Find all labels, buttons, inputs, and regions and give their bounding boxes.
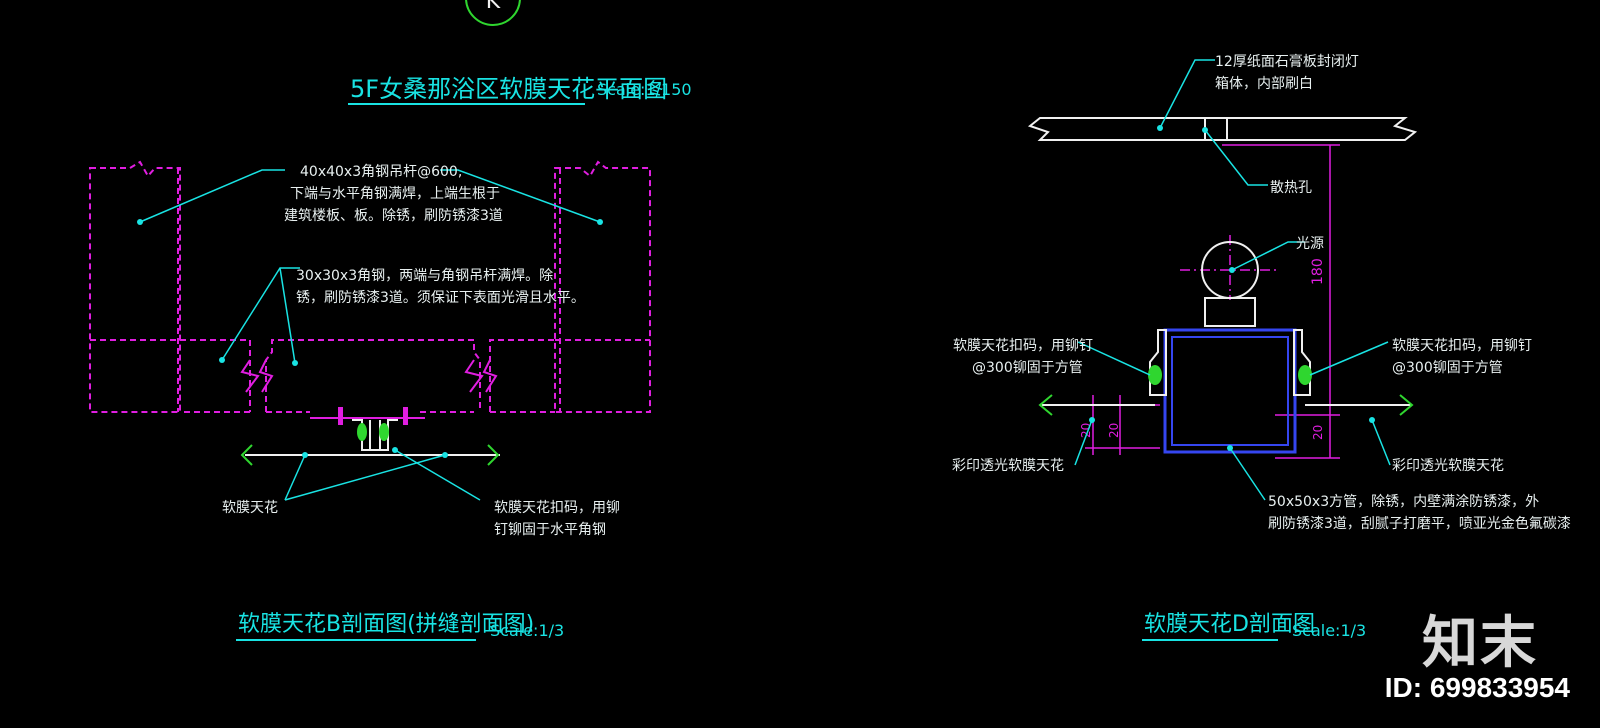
note-right-bottom: 彩印透光软膜天花	[1392, 458, 1504, 474]
section-b-scale: Scale:1/3	[490, 621, 564, 640]
note-left-line2: @300铆固于方管	[972, 360, 1083, 376]
note4-line2: 钉铆固于水平角钢	[494, 522, 606, 538]
watermark-id: ID: 699833954	[1384, 672, 1570, 703]
leader-dots-right	[1089, 125, 1375, 451]
leaders-right	[1074, 59, 1391, 501]
horizontal-angle-steel	[310, 407, 425, 425]
leader-dots-left	[137, 219, 603, 458]
dim-20c-label: 20	[1311, 425, 1325, 440]
note1-line1: 40x40x3角钢吊杆@600,	[300, 164, 462, 180]
section-b-drawing	[89, 160, 651, 413]
square-tube	[1163, 328, 1297, 454]
note-tube-line2: 刷防锈漆3道，刮腻子打磨平，喷亚光金色氟碳漆	[1268, 515, 1571, 532]
clip-profile-b	[352, 419, 398, 451]
note-tube-line1: 50x50x3方管，除锈，内壁满涂防锈漆，外	[1268, 494, 1539, 510]
note-right-line1: 软膜天花扣码，用铆钉	[1392, 338, 1532, 354]
note-left-bottom: 彩印透光软膜天花	[952, 458, 1064, 474]
note1-line2: 下端与水平角钢满焊，上端生根于	[290, 186, 500, 202]
note2-line1: 30x30x3角钢，两端与角钢吊杆满焊。除	[296, 268, 553, 284]
soft-film-b	[240, 444, 500, 466]
note4-line1: 软膜天花扣码，用铆	[494, 500, 620, 516]
note-top-line2: 箱体，内部刷白	[1215, 76, 1313, 92]
plan-title: 5F女桑那浴区软膜天花平面图	[350, 75, 667, 103]
left-annotations: 40x40x3角钢吊杆@600, 下端与水平角钢满焊，上端生根于 建筑楼板、板。…	[222, 164, 620, 538]
plan-scale: Scale:1/150	[597, 80, 692, 99]
section-marker-label: K	[486, 0, 501, 14]
note-hole: 散热孔	[1270, 180, 1312, 196]
note-right-line2: @300铆固于方管	[1392, 360, 1503, 376]
section-marker: K	[465, 0, 521, 26]
clips-d	[1148, 329, 1312, 396]
light-source	[1180, 235, 1278, 327]
dim-20b-label: 20	[1107, 423, 1121, 438]
section-d-title-block: 软膜天花D剖面图 Scale:1/3	[1142, 612, 1366, 641]
note2-line2: 锈，刷防锈漆3道。须保证下表面光滑且水平。	[296, 289, 585, 306]
note-top-line1: 12厚纸面石膏板封闭灯	[1215, 53, 1359, 70]
section-d-title: 软膜天花D剖面图	[1144, 612, 1315, 637]
right-annotations: 12厚纸面石膏板封闭灯 箱体，内部刷白 散热孔 光源 软膜天花扣码，用铆钉 @3…	[952, 53, 1571, 532]
note1-line3: 建筑楼板、板。除锈，刷防锈漆3道	[284, 208, 503, 224]
note3: 软膜天花	[222, 500, 278, 516]
left-top-title-block: 5F女桑那浴区软膜天花平面图 Scale:1/150	[348, 75, 692, 105]
section-b-title-block: 软膜天花B剖面图(拼缝剖面图) Scale:1/3	[236, 612, 564, 641]
section-d-scale: Scale:1/3	[1292, 621, 1366, 640]
note-left-line1: 软膜天花扣码，用铆钉	[953, 338, 1093, 354]
gypsum-board	[1027, 117, 1418, 141]
dim-180-label: 180	[1310, 258, 1326, 285]
section-b-title: 软膜天花B剖面图(拼缝剖面图)	[238, 612, 534, 637]
break-lines	[240, 359, 498, 393]
note-light: 光源	[1296, 236, 1324, 252]
leaders-left	[139, 169, 601, 501]
soft-film-ends-d	[1038, 394, 1414, 416]
watermark-logo: 知末	[1422, 611, 1538, 676]
